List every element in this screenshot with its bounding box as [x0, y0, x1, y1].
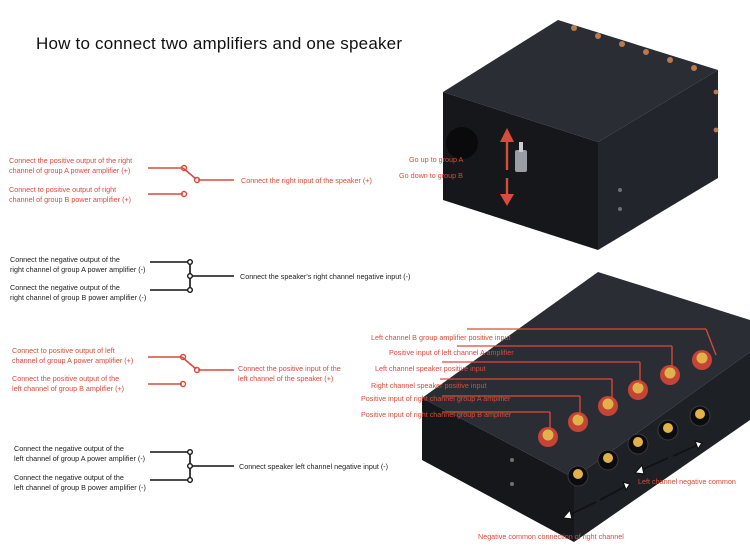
terminal-label-6: Positive input of right channel group B …	[361, 410, 512, 419]
terminal-label-4: Right channel speaker positive input	[371, 381, 487, 390]
left-common-label: Left channel negative common	[638, 477, 736, 486]
terminal-label-1: Left channel B group amplifier positive …	[371, 333, 511, 342]
d1-output-label: Connect the right input of the speaker (…	[241, 176, 372, 185]
switch-down-label: Go down to group B	[399, 171, 463, 180]
junction-diagram-right-negative	[150, 261, 234, 291]
terminal-label-3: Left channel speaker positive input	[375, 364, 486, 373]
binding-posts-red	[538, 350, 712, 447]
d3-input-a-label: Connect to positive output of left chann…	[12, 346, 134, 365]
d4-input-a-label: Connect the negative output of the left …	[14, 444, 146, 463]
terminal-label-2: Positive input of left channel A amplifi…	[389, 348, 514, 357]
switch-box-device	[443, 20, 719, 250]
terminal-leader-lines	[440, 328, 717, 430]
terminal-label-5: Positive input of right channel group A …	[361, 394, 511, 403]
d1-input-b-label: Connect to positive output of right chan…	[9, 185, 132, 204]
d2-input-a-label: Connect the negative output of the right…	[10, 255, 146, 274]
switch-diagram-left-positive	[148, 356, 234, 385]
d4-output-label: Connect speaker left channel negative in…	[239, 462, 389, 471]
d2-input-b-label: Connect the negative output of the right…	[10, 283, 147, 302]
switch-up-label: Go up to group A	[409, 155, 464, 164]
d3-input-b-label: Connect the positive output of the left …	[12, 374, 125, 393]
d2-output-label: Connect the speaker's right channel nega…	[240, 272, 411, 281]
d4-input-b-label: Connect the negative output of the left …	[14, 473, 146, 492]
right-common-label: Negative common connection of right chan…	[478, 532, 624, 541]
d3-output-label: Connect the positive input of the left c…	[238, 364, 341, 383]
binding-posts-black	[567, 405, 711, 487]
switch-diagram-right-positive	[148, 167, 234, 195]
terminal-box-device	[422, 272, 750, 542]
d1-input-a-label: Connect the positive output of the right…	[9, 156, 133, 175]
page-title: How to connect two amplifiers and one sp…	[36, 34, 403, 53]
